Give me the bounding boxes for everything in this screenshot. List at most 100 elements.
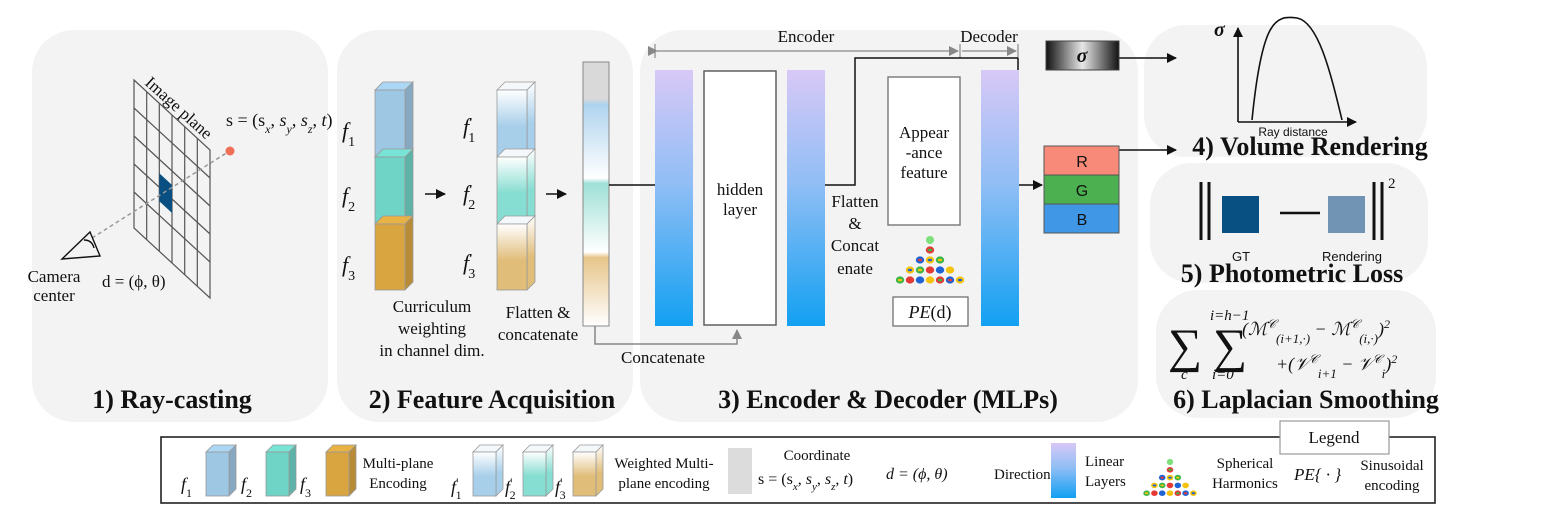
legend-weighted-2: plane encoding	[618, 476, 710, 492]
legend-linear-1: Linear	[1085, 454, 1124, 470]
section-title-feature-acquisition: 2) Feature Acquisition	[369, 385, 616, 414]
hidden-layer-box	[703, 70, 777, 326]
flatten-concat-label-1: Flatten	[831, 192, 879, 211]
camera-center-label-2: center	[33, 286, 75, 305]
ray-sample-point	[225, 146, 235, 156]
legend-box	[160, 436, 1436, 504]
legend-direction-label: Direction	[994, 467, 1051, 483]
volume-x-label: Ray distance	[1258, 125, 1328, 139]
encoder-bracket	[648, 44, 1019, 58]
section-title-encoder-decoder: 3) Encoder & Decoder (MLPs)	[718, 385, 1058, 414]
linear-layer-1	[655, 70, 693, 326]
section-title-volume-rendering: 4) Volume Rendering	[1192, 132, 1427, 161]
cube-f3	[374, 215, 414, 291]
sigma-output-label: σ	[1077, 45, 1089, 67]
legend-cube-f2	[265, 444, 297, 497]
cube-f1-weighted	[496, 81, 536, 157]
sum-lower-c: c	[1181, 367, 1188, 383]
flatten-text-1: Flatten &	[506, 303, 571, 322]
legend-title-box	[1279, 420, 1390, 455]
legend-multi-plane-cubes	[205, 444, 357, 497]
sum-symbol-i: ∑	[1213, 320, 1247, 373]
highlighted-pixel	[159, 173, 172, 213]
legend-direction-formula: d = (ϕ, θ)	[886, 466, 948, 483]
laplacian-term-1: (ℳ𝒞(i+1,·) − ℳ𝒞(i,·))2	[1242, 317, 1390, 346]
legend-title: Legend	[1309, 428, 1360, 447]
ray-direction-formula: d = (ϕ, θ)	[102, 272, 166, 291]
feature-f2-label: f2	[342, 183, 355, 215]
section-title-laplacian-smoothing: 6) Laplacian Smoothing	[1173, 385, 1439, 414]
feature-f3-label: f3	[342, 252, 355, 284]
multi-plane-cubes	[374, 81, 414, 291]
rgb-r-label: R	[1076, 154, 1088, 171]
rgb-b-box	[1043, 203, 1120, 234]
sum-upper: i=h−1	[1210, 308, 1249, 324]
encoder-label: Encoder	[778, 27, 835, 46]
appearance-label-2: -ance	[906, 143, 943, 162]
pe-box	[892, 296, 969, 327]
flatten-text-2: concatenate	[498, 325, 578, 344]
pe-label: PE(d)	[908, 302, 952, 323]
legend-sinus-1: Sinusoidal	[1360, 458, 1423, 474]
legend-cube-f3-weighted	[572, 444, 604, 497]
cube-f1	[374, 81, 414, 157]
gt-label: GT	[1232, 249, 1250, 264]
linear-layer-decoder	[981, 70, 1019, 326]
appearance-label-3: feature	[900, 163, 947, 182]
concatenate-label: Concatenate	[621, 348, 705, 367]
legend-coordinate-title: Coordinate	[784, 448, 851, 464]
rgb-b-label: B	[1077, 212, 1088, 229]
legend-pe-formula: PE{ · }	[1293, 465, 1341, 484]
legend-f3: f3	[300, 474, 311, 500]
flow-lines	[594, 53, 1177, 345]
section-title-photometric-loss: 5) Photometric Loss	[1181, 259, 1403, 288]
legend-f3p: f′3	[555, 475, 566, 502]
legend-f1p: f′1	[451, 475, 462, 502]
flatten-concat-label-4: enate	[837, 259, 873, 278]
legend-multi-1: Multi-plane	[363, 456, 434, 472]
legend-weighted-1: Weighted Multi-	[614, 456, 713, 472]
rendering-swatch	[1328, 196, 1365, 233]
weighted-plane-cubes	[496, 81, 536, 291]
weighted-f2-label: f′2	[463, 181, 475, 213]
legend-sh-1: Spherical	[1217, 456, 1274, 472]
panel-laplacian-smoothing	[1156, 290, 1436, 418]
cube-f2-weighted	[496, 148, 536, 224]
flatten-concat-label-3: Concat	[831, 236, 879, 255]
panel-photometric-loss	[1150, 163, 1428, 283]
rendering-label: Rendering	[1322, 249, 1382, 264]
ray-coordinate-formula: s = (sx, sy, sz, t)	[226, 110, 333, 136]
legend-weighted-cubes	[472, 444, 604, 497]
spherical-harmonics-icon	[895, 236, 965, 284]
weighted-f1-label: f′1	[463, 114, 475, 146]
volume-y-label: σ	[1214, 19, 1226, 41]
legend-f2p: f′2	[505, 475, 516, 502]
legend-f2: f2	[241, 474, 252, 500]
section-title-ray-casting: 1) Ray-casting	[92, 385, 252, 414]
hidden-layer-label-1: hidden	[717, 180, 764, 199]
norm-bars	[1199, 182, 1384, 240]
legend-cube-f2-weighted	[522, 444, 554, 497]
legend-linear-2: Layers	[1085, 474, 1126, 490]
concatenated-feature-bar	[582, 61, 610, 327]
decoder-label: Decoder	[960, 27, 1018, 46]
legend-f1: f1	[181, 474, 192, 500]
feature-f1-label: f1	[342, 118, 355, 150]
ray-line	[91, 151, 229, 239]
camera-icon	[60, 230, 102, 260]
camera-center-label: Camera	[28, 267, 81, 286]
legend-cube-f3	[325, 444, 357, 497]
rgb-r-box	[1043, 145, 1120, 176]
flatten-concat-label-2: &	[848, 214, 861, 233]
sum-lower-i: i=0	[1212, 367, 1234, 383]
linear-layer-2	[787, 70, 825, 326]
loss-power-label: 2	[1388, 176, 1396, 192]
sigma-output-box	[1045, 40, 1120, 71]
volume-rendering-plot	[1233, 16, 1357, 127]
gt-swatch	[1222, 196, 1259, 233]
legend-linear-swatch	[1051, 443, 1076, 498]
legend-spherical-harmonics-icon	[1143, 458, 1197, 497]
appearance-feature-box	[887, 76, 961, 226]
legend-multi-2: Encoding	[369, 476, 427, 492]
